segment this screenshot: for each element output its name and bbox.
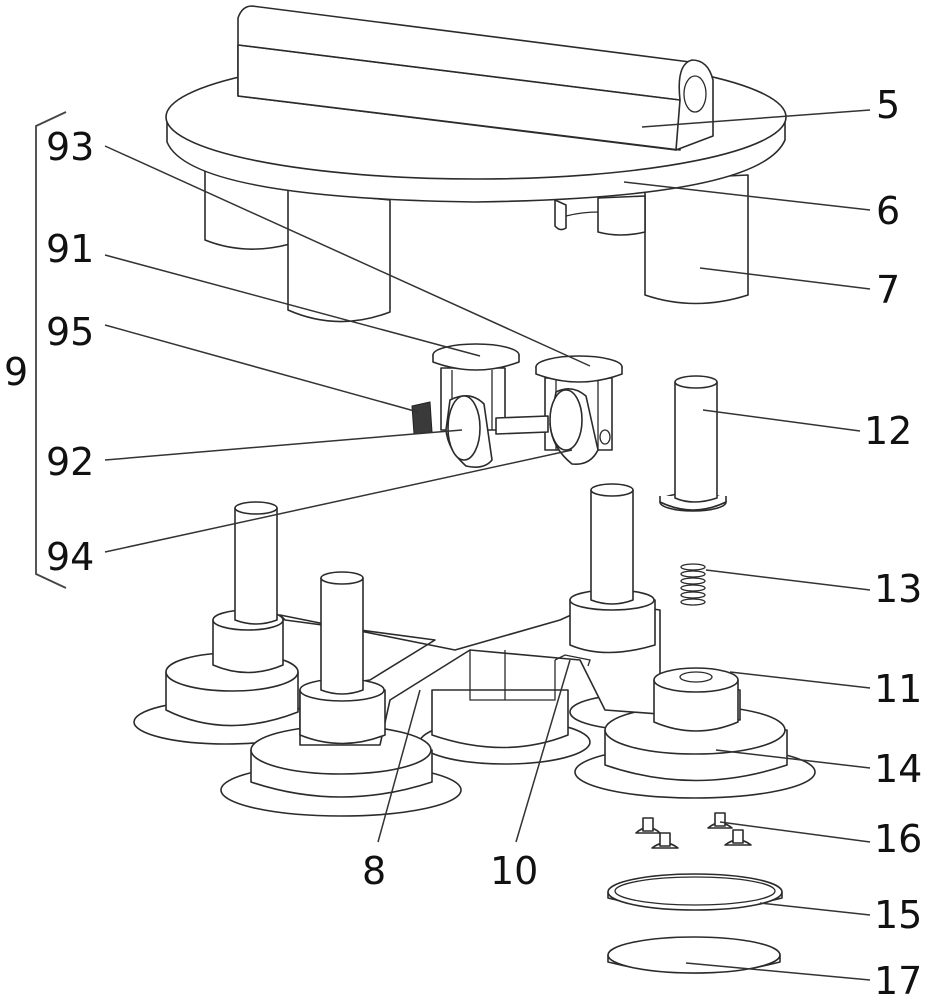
label-10: 10 <box>490 849 538 893</box>
sealing-ring <box>607 873 783 911</box>
leader-91 <box>104 254 481 357</box>
support-legs <box>204 169 749 323</box>
suction-bases <box>133 652 816 817</box>
leader-lines <box>104 109 871 981</box>
leader-12 <box>702 409 861 432</box>
leader-10 <box>515 659 571 843</box>
hinge-bar <box>237 5 714 151</box>
label-5: 5 <box>876 83 900 127</box>
spring <box>680 563 706 606</box>
label-12: 12 <box>864 409 912 453</box>
leader-13 <box>705 569 871 591</box>
label-17: 17 <box>874 959 922 1000</box>
leader-5 <box>641 109 871 128</box>
leader-6 <box>623 181 871 211</box>
label-93: 93 <box>46 125 94 169</box>
leader-15 <box>759 902 871 916</box>
leader-8 <box>377 689 421 843</box>
label-95: 95 <box>46 310 94 354</box>
label-9: 9 <box>4 350 28 394</box>
label-11: 11 <box>874 667 922 711</box>
label-7: 7 <box>876 268 900 312</box>
leader-14 <box>715 749 871 769</box>
reference-numerals: 9 93 91 95 92 94 5 6 7 12 13 11 14 8 10 … <box>4 83 922 1000</box>
label-14: 14 <box>874 747 922 791</box>
leader-11 <box>729 671 871 689</box>
leader-16 <box>719 821 871 843</box>
label-16: 16 <box>874 817 922 861</box>
leader-93 <box>104 145 591 367</box>
label-8: 8 <box>362 849 386 893</box>
leader-95 <box>104 324 419 413</box>
leader-92 <box>104 429 463 461</box>
group-bracket <box>35 111 67 589</box>
cross-frame <box>212 483 741 746</box>
flanged-pin <box>659 375 727 512</box>
label-92: 92 <box>46 440 94 484</box>
label-6: 6 <box>876 189 900 233</box>
label-15: 15 <box>874 893 922 937</box>
label-94: 94 <box>46 535 94 579</box>
label-13: 13 <box>874 567 922 611</box>
pad-disc <box>607 936 781 974</box>
caster-assembly <box>411 343 623 468</box>
label-91: 91 <box>46 227 94 271</box>
leader-7 <box>699 267 871 290</box>
leader-17 <box>685 962 871 981</box>
small-suction-cups <box>635 812 752 849</box>
leader-94 <box>104 449 573 553</box>
